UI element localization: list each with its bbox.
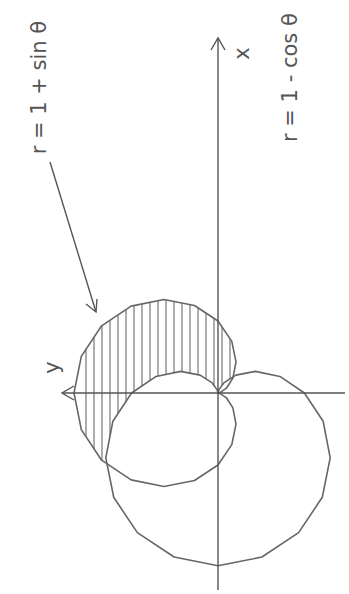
axis-label: x: [229, 48, 254, 60]
axes: [62, 38, 345, 590]
axis-label: y: [39, 362, 64, 374]
curve-equation: r = 1 + sin θ: [27, 21, 52, 155]
leader-arrow: [50, 162, 97, 312]
curve-equation: r = 1 - cos θ: [277, 14, 302, 143]
